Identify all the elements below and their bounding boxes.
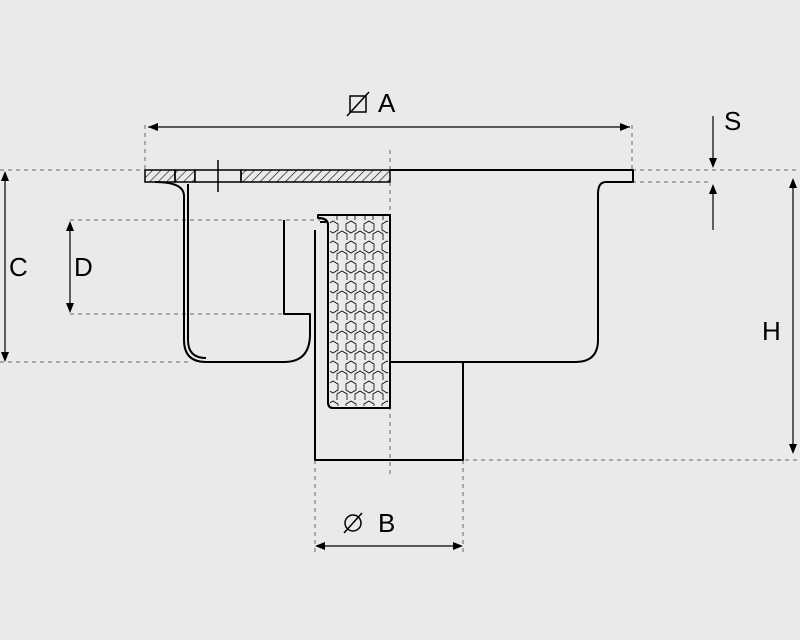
label-h: H: [762, 316, 781, 346]
label-c: C: [9, 252, 28, 282]
label-a: A: [378, 88, 396, 118]
dimension-s: S: [709, 106, 741, 230]
diameter-icon: [343, 512, 363, 534]
flange: [144, 160, 634, 363]
label-b: B: [378, 508, 395, 538]
outlet-pipe: [314, 230, 464, 461]
square-diameter-icon: [346, 91, 370, 117]
strainer-basket: [317, 214, 391, 409]
dimension-b: B: [315, 508, 463, 550]
dimension-a: A: [148, 88, 630, 131]
dimension-c: C: [1, 171, 28, 362]
drain-body-left: [154, 181, 311, 363]
label-s: S: [724, 106, 741, 136]
dimension-h: H: [762, 178, 797, 454]
label-d: D: [74, 252, 93, 282]
dimension-d: D: [66, 221, 93, 313]
extension-lines: [0, 125, 800, 552]
